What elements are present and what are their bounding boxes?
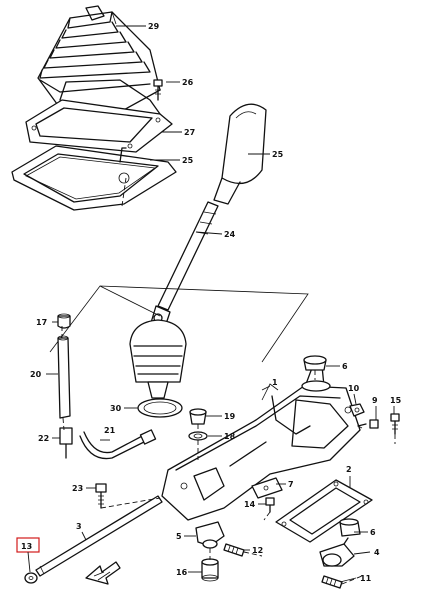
bolt-part-15: [390, 413, 400, 435]
callout-13: 13: [21, 542, 32, 551]
callout-23: 23: [72, 484, 83, 493]
callout-2: 2: [346, 465, 352, 474]
lever-ball-assembly: [129, 319, 187, 399]
rod-part-20: [57, 335, 71, 419]
callout-22: 22: [38, 434, 49, 443]
callout-18: 18: [224, 432, 236, 441]
callout-6-lower: 6: [370, 528, 376, 537]
gasket-part-25: [11, 145, 177, 211]
callout-3: 3: [76, 522, 82, 531]
bolt-part-12: [223, 543, 245, 557]
callout-27: 27: [184, 128, 195, 137]
screw-part-14: [265, 497, 275, 513]
callout-1: 1: [272, 378, 278, 387]
housing-part-1: [161, 365, 361, 521]
washer-part-13: [24, 572, 38, 584]
joint-part-5: [195, 521, 225, 549]
leader-lines: [46, 25, 395, 583]
boot-part-29: [37, 5, 161, 113]
callout-labels: 29 26 27 25 25 24 17 20 6 10 9 15 30 19 …: [16, 22, 402, 583]
bushing-part-22: [59, 427, 73, 459]
bushing-part-16: [201, 558, 219, 582]
hose-part-21: [79, 429, 157, 460]
assembly-outline: [49, 285, 309, 363]
callout-20: 20: [30, 370, 42, 379]
knob-part-25: [213, 103, 267, 205]
shift-lever-part-24: [149, 201, 219, 333]
bolt-part-11: [321, 575, 343, 589]
callout-16: 16: [176, 568, 188, 577]
callout-25-gasket: 25: [182, 156, 194, 165]
callout-10: 10: [348, 384, 360, 393]
cap-part-17: [57, 313, 71, 329]
callout-9: 9: [372, 396, 378, 405]
rod-part-3: [35, 495, 163, 577]
callout-24: 24: [224, 230, 236, 239]
callout-17: 17: [36, 318, 47, 327]
direction-arrow: [85, 561, 121, 585]
ring-part-30: [137, 398, 183, 418]
callout-11: 11: [360, 574, 372, 583]
callout-5: 5: [176, 532, 182, 541]
callout-6: 6: [342, 362, 348, 371]
nut-part-10: [349, 403, 365, 417]
bushing-part-6-lower: [339, 518, 361, 537]
joint-part-4: [319, 537, 355, 567]
callout-14: 14: [244, 500, 256, 509]
plate-part-7: [251, 477, 283, 499]
callout-19: 19: [224, 412, 236, 421]
callout-15: 15: [390, 396, 402, 405]
gasket-part-2: [275, 479, 373, 543]
bolt-part-23: [95, 483, 107, 509]
callout-29: 29: [148, 22, 160, 31]
alignment-lines: [61, 90, 396, 585]
callout-21: 21: [104, 426, 116, 435]
callout-12: 12: [252, 546, 263, 555]
cap-part-19: [189, 408, 207, 425]
callout-30: 30: [110, 404, 122, 413]
boot-plate-part-27: [25, 79, 173, 153]
cap-part-6: [303, 355, 327, 371]
bushing-part-18: [188, 431, 208, 441]
callout-7: 7: [288, 480, 294, 489]
bolt-part-9: [357, 419, 379, 429]
callout-4: 4: [374, 548, 380, 557]
callout-26: 26: [182, 78, 194, 87]
callout-25-knob: 25: [272, 150, 284, 159]
